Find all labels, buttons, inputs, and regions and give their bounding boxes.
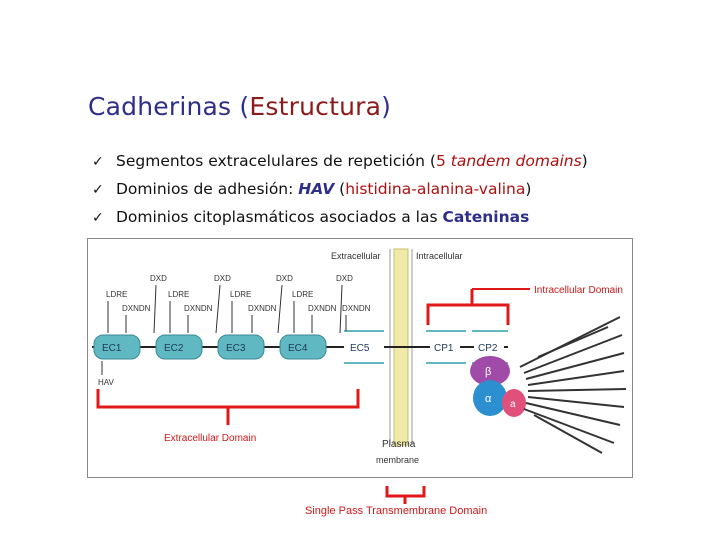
- bullet-term: Cateninas: [442, 208, 530, 226]
- a-label: a: [510, 399, 516, 410]
- bullet-item: ✓ Segmentos extracelulares de repetición …: [92, 150, 588, 178]
- beta-label: β: [485, 366, 491, 378]
- alpha-catenin: [473, 380, 507, 416]
- domain-ec3: [217, 334, 265, 360]
- label-cp2: CP2: [478, 343, 498, 354]
- membrane-label: membrane: [376, 455, 419, 465]
- motif-ldre: LDRE: [230, 290, 251, 299]
- slide-title: Cadherinas (Estructura): [88, 92, 391, 121]
- motif-ldre: LDRE: [168, 290, 189, 299]
- extracellular-side-label: Extracellular: [331, 251, 381, 261]
- label-ec2: EC2: [164, 343, 184, 354]
- motif-ldre: LDRE: [106, 290, 127, 299]
- actin-filaments: [519, 316, 627, 454]
- intracellular-side-label: Intracellular: [416, 251, 463, 261]
- transmembrane-bracket: [385, 486, 426, 498]
- motif-dxd: DXD: [150, 274, 167, 283]
- motif-labels: DXD DXD DXD DXD LDRE LDRE LDRE LDRE DXND…: [106, 274, 371, 313]
- motif-ldre: LDRE: [292, 290, 313, 299]
- hav-label: HAV: [98, 378, 115, 387]
- motif-dxd: DXD: [276, 274, 293, 283]
- alpha-label: α: [485, 393, 492, 405]
- label-ec3: EC3: [226, 343, 246, 354]
- motif-dxd: DXD: [336, 274, 353, 283]
- bullet-number: 5: [435, 152, 446, 170]
- cp2-label-bg: [474, 340, 504, 354]
- check-icon: ✓: [92, 182, 104, 198]
- cp-domains: CP1 CP2: [426, 330, 508, 364]
- title-accent: Estructura: [249, 92, 382, 121]
- domain-ec2: [155, 334, 203, 360]
- intracellular-bracket: [426, 303, 510, 325]
- extracellular-domain-label: Extracellular Domain: [164, 433, 256, 444]
- beta-catenin: [470, 356, 510, 386]
- bullet-list: ✓ Segmentos extracelulares de repetición …: [92, 150, 588, 234]
- a-catenin: [502, 389, 526, 417]
- bullet-text-close: ): [525, 180, 532, 198]
- motif-dxndn: DXNDN: [122, 304, 151, 313]
- bullet-text-close: ): [581, 152, 588, 170]
- intracellular-domain-label: Intracellular Domain: [534, 285, 623, 296]
- title-text: Cadherinas (: [88, 92, 250, 121]
- bullet-item: ✓ Dominios de adhesión: HAV (histidina-al…: [92, 178, 588, 206]
- ec-domains: EC1 EC2 EC3 EC4 EC5: [93, 330, 384, 364]
- motif-dxd: DXD: [214, 274, 231, 283]
- bullet-term: tandem domains: [445, 152, 582, 170]
- label-ec1: EC1: [102, 343, 122, 354]
- motif-dxndn: DXNDN: [248, 304, 277, 313]
- bullet-term-red: histidina-alanina-valina: [345, 180, 526, 198]
- motif-dxndn: DXNDN: [184, 304, 213, 313]
- check-icon: ✓: [92, 154, 104, 170]
- bullet-text-open: (: [334, 180, 346, 198]
- cp1-label-bg: [430, 340, 460, 354]
- check-icon: ✓: [92, 210, 104, 226]
- cadherin-diagram: Extracellular Intracellular EC1 EC2 EC3 …: [87, 238, 633, 478]
- bullet-text: Dominios de adhesión:: [116, 180, 299, 198]
- domain-ec4: [279, 334, 327, 360]
- single-pass-label: Single Pass Transmembrane Domain: [305, 505, 487, 517]
- plasma-label: Plasma: [382, 439, 416, 450]
- bullet-text: Segmentos extracelulares de repetición (: [116, 152, 436, 170]
- motif-dxndn: DXNDN: [342, 304, 371, 313]
- label-cp1: CP1: [434, 343, 454, 354]
- motif-ticks: [101, 284, 347, 375]
- cadherin-diagram-svg: Extracellular Intracellular EC1 EC2 EC3 …: [92, 248, 627, 465]
- bullet-text: Dominios citoplasmáticos asociados a las: [116, 208, 443, 226]
- bullet-item: ✓ Dominios citoplasmáticos asociados a la…: [92, 206, 588, 234]
- label-ec4: EC4: [288, 343, 308, 354]
- label-ec5: EC5: [350, 343, 370, 354]
- bullet-term: HAV: [298, 180, 335, 198]
- motif-dxndn: DXNDN: [308, 304, 337, 313]
- domain-ec1: [93, 334, 141, 360]
- title-close: ): [381, 92, 392, 121]
- domain-ec5: [344, 335, 384, 359]
